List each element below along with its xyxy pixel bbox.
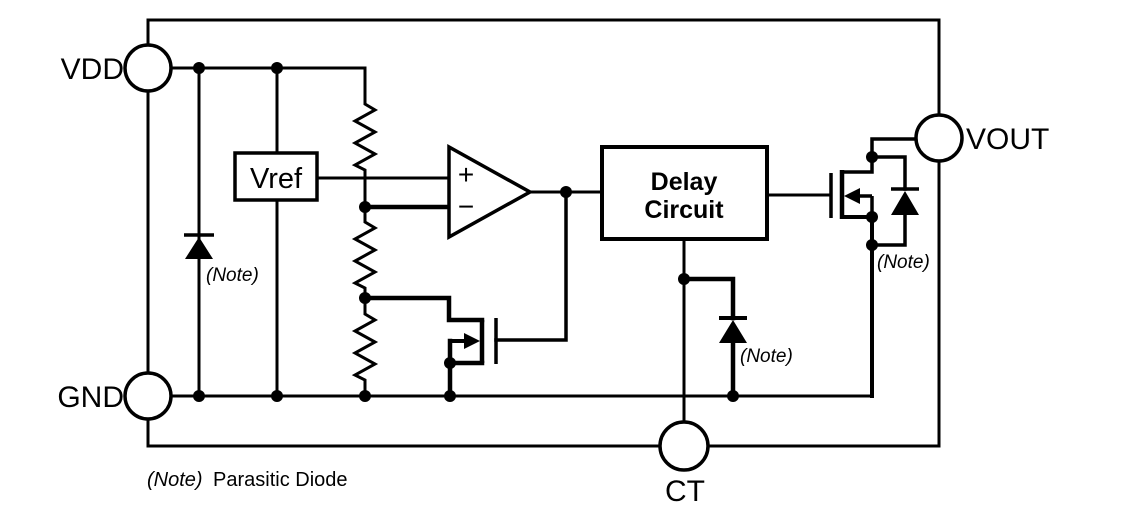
- ct-parasitic-diode: [719, 316, 747, 343]
- vdd-pin: [123, 43, 173, 93]
- vout-diode-note-label: (Note): [877, 252, 930, 273]
- delay-circuit-block: Delay Circuit: [600, 145, 769, 241]
- junction-dot: [359, 292, 371, 304]
- resistor-divider-chain: [351, 66, 379, 398]
- junction-dot: [444, 390, 456, 402]
- junction-dot: [866, 211, 878, 223]
- junction-dots: [193, 62, 878, 402]
- wire-ct-diode-top: [681, 276, 736, 321]
- left-diode-note-label: (Note): [206, 265, 259, 286]
- wire-divider-to-nmos-drain: [362, 295, 485, 323]
- pmos-transistor: [829, 170, 874, 219]
- wire-vout-diode-branch: [870, 155, 907, 247]
- junction-dot: [359, 390, 371, 402]
- diode-triangle: [185, 237, 213, 259]
- diode-triangle: [891, 191, 919, 215]
- vout-parasitic-diode: [891, 187, 919, 215]
- delay-circuit-label-line1: Delay: [651, 168, 718, 196]
- junction-dot: [866, 151, 878, 163]
- comparator-symbol: [447, 144, 534, 240]
- junction-dot: [193, 62, 205, 74]
- comparator-minus-input: −: [458, 191, 474, 222]
- ct-diode-note-label: (Note): [740, 346, 793, 367]
- wire-nmos-source-to-gnd: [447, 338, 485, 399]
- wire-output-to-nmos-gate: [494, 190, 568, 342]
- delay-circuit-label-line2: Circuit: [644, 196, 724, 224]
- package-outline: [146, 18, 941, 448]
- comparator-plus-input: +: [458, 159, 474, 190]
- vout-pin: [914, 113, 964, 163]
- junction-dot: [271, 62, 283, 74]
- junction-dot: [193, 390, 205, 402]
- nmos-transistor: [450, 318, 498, 364]
- left-parasitic-diode: [184, 233, 214, 259]
- junction-dot: [727, 390, 739, 402]
- vref-block: Vref: [233, 151, 319, 202]
- legend-note-prefix: (Note): [147, 469, 203, 491]
- gnd-pin-label: GND: [57, 381, 124, 414]
- gnd-pin: [123, 371, 173, 421]
- pmos-body-arrow: [844, 188, 860, 204]
- vref-box: [233, 151, 319, 202]
- ct-pin-label: CT: [665, 475, 705, 508]
- junction-dot: [866, 239, 878, 251]
- junction-dot: [359, 201, 371, 213]
- nmos-body-arrow: [464, 333, 480, 349]
- vref-label: Vref: [250, 163, 303, 195]
- vdd-pin-label: VDD: [61, 53, 124, 86]
- junction-dot: [444, 357, 456, 369]
- junction-dot: [560, 186, 572, 198]
- junction-dot: [678, 273, 690, 285]
- ct-pin: [658, 420, 710, 472]
- vout-pin-label: VOUT: [966, 123, 1049, 156]
- delay-circuit-box: [600, 145, 769, 241]
- junction-dot: [271, 390, 283, 402]
- diode-triangle: [719, 320, 747, 343]
- legend-note-text: Parasitic Diode: [213, 469, 348, 491]
- comparator: + −: [447, 144, 534, 240]
